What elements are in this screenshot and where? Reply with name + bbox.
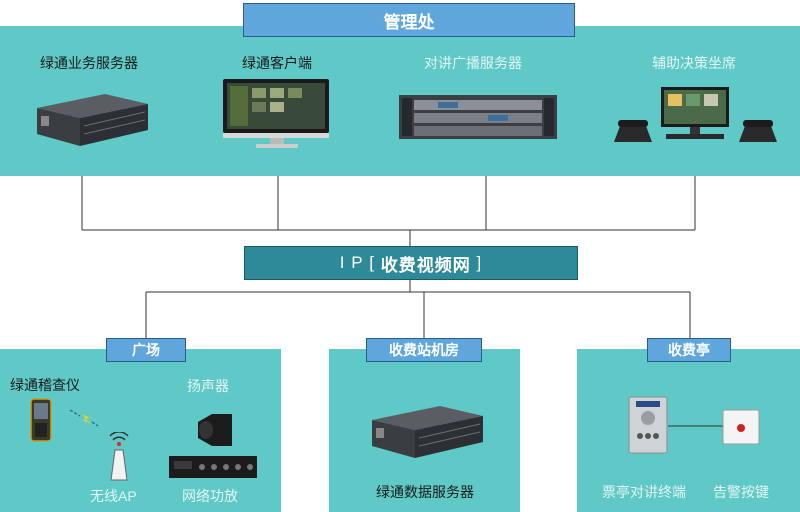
desktop-monitor-icon xyxy=(661,87,729,139)
plaza-title: 广场 xyxy=(106,338,186,362)
phone-icon xyxy=(614,120,652,142)
speaker-icon xyxy=(198,414,232,446)
rack-server-icon xyxy=(37,94,148,146)
ip-prefix: I P xyxy=(339,253,364,272)
label-lvtong-data-server: 绿通数据服务器 xyxy=(376,484,474,500)
label-lvtong-inspector: 绿通稽查仪 xyxy=(10,377,80,393)
ip-network-name: 收费视频网 xyxy=(380,255,471,275)
label-network-amplifier: 网络功放 xyxy=(182,488,238,504)
booth-panel xyxy=(577,349,800,512)
label-lvtong-client: 绿通客户端 xyxy=(242,55,312,71)
amplifier-icon xyxy=(169,456,257,478)
label-intercom-broadcast-server: 对讲广播服务器 xyxy=(424,55,522,71)
label-lvtong-business-server: 绿通业务服务器 xyxy=(40,55,138,71)
ip-network-bar: I P [ 收费视频网 ] xyxy=(244,246,578,280)
chassis-server-icon xyxy=(399,95,557,139)
cable-line xyxy=(668,425,724,427)
rack-server-icon xyxy=(372,406,483,458)
handheld-inspector-icon xyxy=(30,398,52,442)
booth-title: 收费亭 xyxy=(647,338,731,362)
label-alarm-button: 告警按键 xyxy=(713,484,769,500)
phone-icon xyxy=(739,120,777,142)
station-title: 收费站机房 xyxy=(366,338,482,362)
monitor-icon xyxy=(223,79,329,148)
intercom-terminal-icon xyxy=(628,396,668,454)
label-decision-support-seat: 辅助决策坐席 xyxy=(652,55,736,71)
ip-bracket-open: [ xyxy=(369,253,376,272)
label-wireless-ap: 无线AP xyxy=(90,488,137,504)
label-booth-intercom-terminal: 票亭对讲终端 xyxy=(602,484,686,500)
label-speaker: 扬声器 xyxy=(187,378,229,394)
alarm-button-icon xyxy=(722,409,760,445)
ip-bracket-close: ] xyxy=(476,253,483,272)
wireless-signal-icon xyxy=(69,409,99,427)
management-title: 管理处 xyxy=(243,3,575,37)
wireless-ap-icon xyxy=(109,432,129,481)
